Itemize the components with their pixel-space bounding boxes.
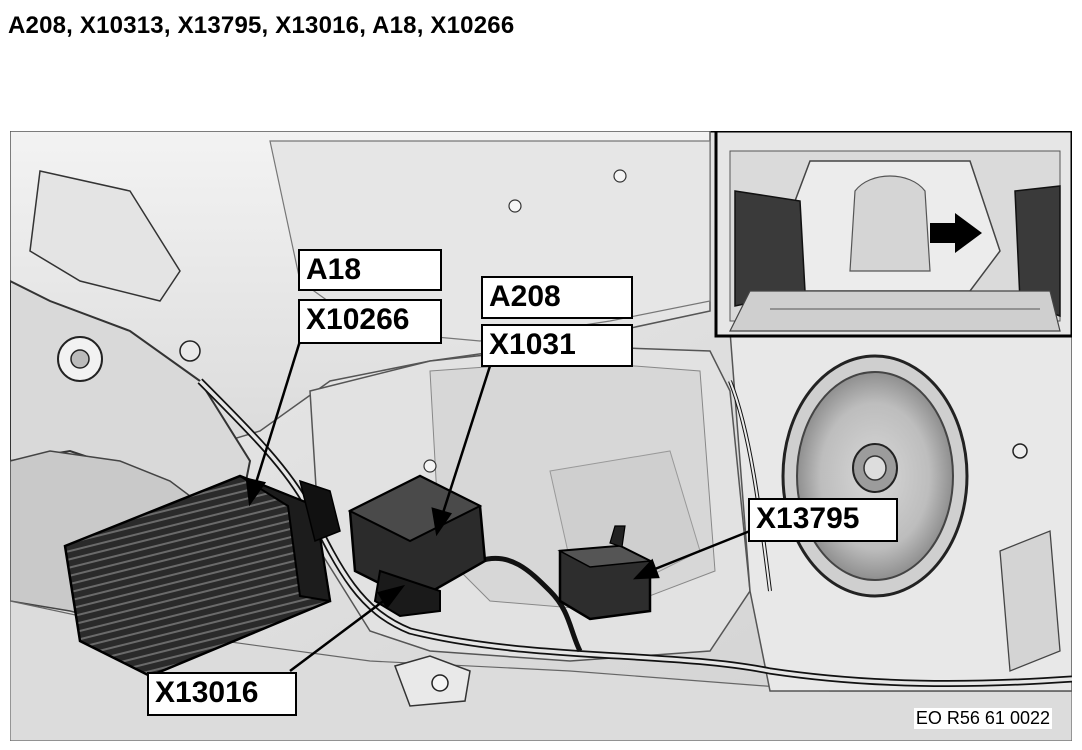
figure-id: EO R56 61 0022 bbox=[913, 708, 1052, 729]
label-x13016: X13016 bbox=[147, 672, 297, 716]
leader-lines bbox=[245, 340, 751, 672]
label-x10266: X10266 bbox=[298, 299, 442, 344]
connector-x13795 bbox=[557, 525, 653, 621]
label-x13795: X13795 bbox=[748, 498, 898, 542]
amplifier-a18 bbox=[63, 474, 341, 678]
label-x1031: X1031 bbox=[481, 324, 633, 367]
inset-overview bbox=[714, 131, 1072, 338]
component-location-figure: A18 X10266 A208 X1031 X13795 X13016 EO R… bbox=[10, 131, 1072, 741]
label-a208: A208 bbox=[481, 276, 633, 319]
page-title: A208, X10313, X13795, X13016, A18, X1026… bbox=[8, 12, 515, 39]
module-a208 bbox=[347, 474, 487, 618]
arrow-right-icon bbox=[930, 213, 982, 253]
vehicle-interior-illustration bbox=[10, 131, 1072, 741]
label-a18: A18 bbox=[298, 249, 442, 291]
